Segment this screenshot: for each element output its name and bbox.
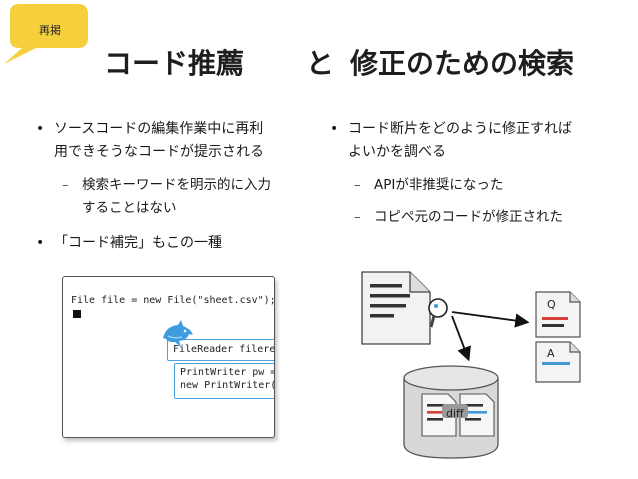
left-bullet-1-line2: 用できそうなコードが提示される [54,144,264,160]
magnifier-icon [428,298,448,328]
speech-bubble-icon [4,4,88,64]
right-sub-2-text: コピペ元のコードが修正された [374,209,563,225]
q-label: Q [547,298,556,311]
right-sub-1-text: APIが非推奨になった [374,177,504,193]
title-left: コード推薦 [104,47,245,80]
diff-badge [442,404,468,418]
right-sub-1: – APIが非推奨になった [354,174,614,197]
suggestion-2-line2: new PrintWriter( [180,380,275,391]
left-bullet-1: • ソースコードの編集作業中に再利 用できそうなコードが提示される [36,118,324,164]
question-document-icon [535,291,581,338]
search-diagram [361,271,581,459]
dolphin-icon [163,320,193,347]
left-sub-1-line2: することはない [82,200,177,216]
answer-document-icon [535,341,581,383]
suggestion-box-1[interactable]: FileReader filere [167,339,275,361]
a-label: A [547,347,555,360]
text-cursor [73,310,81,318]
left-bullet-2-text: 「コード補完」もこの一種 [54,235,222,251]
left-bullet-1-line1: ソースコードの編集作業中に再利 [54,121,264,137]
title-middle: と [306,47,335,80]
code-editor: File file = new File("sheet.csv"); FileR… [62,276,275,438]
right-bullet-1-line1: コード断片をどのように修正すれば [348,121,572,137]
document-icon [361,271,431,345]
right-bullet-1-line2: よいかを調べる [348,144,446,160]
arrow-to-qa [451,311,530,328]
title-right: 修正のための検索 [350,47,575,80]
right-bullet-1: • コード断片をどのように修正すれば よいかを調べる [330,118,623,164]
diff-label: diff [446,407,464,420]
badge-label: 再掲 [39,24,61,37]
suggestion-2-line1: PrintWriter pw = [180,367,275,378]
diff-document-right-icon [459,393,495,437]
code-line: File file = new File("sheet.csv"); [71,295,275,306]
suggestion-1-text: FileReader filere [173,344,275,355]
left-bullet-2: • 「コード補完」もこの一種 [36,232,324,255]
left-sub-1-line1: 検索キーワードを明示的に入力 [82,177,271,193]
arrow-to-db [451,315,471,362]
right-sub-2: – コピペ元のコードが修正された [354,206,614,229]
suggestion-box-2[interactable]: PrintWriter pw = new PrintWriter( [174,363,275,399]
left-sub-1: – 検索キーワードを明示的に入力 することはない [62,174,322,220]
